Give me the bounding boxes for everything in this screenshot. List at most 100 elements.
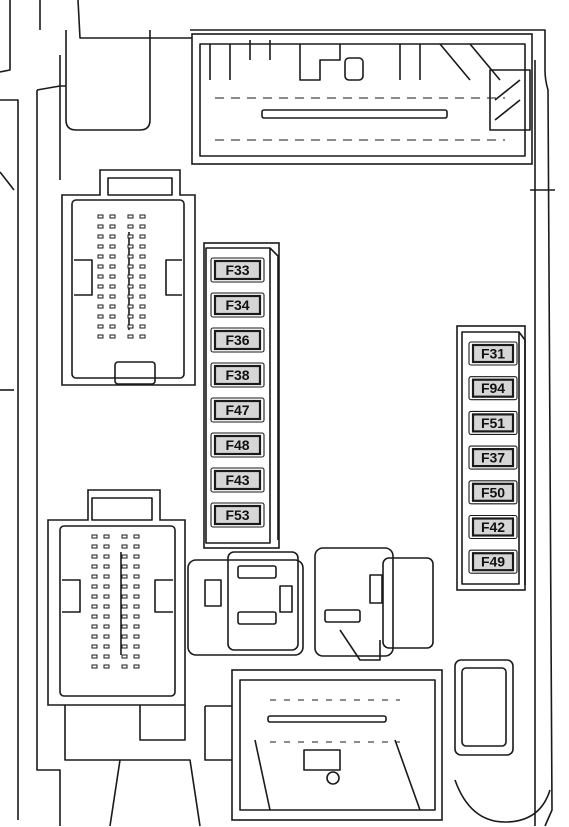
fuse-body xyxy=(213,469,262,491)
connector-pin xyxy=(109,324,116,329)
connector-pin xyxy=(97,294,104,299)
connector-pin xyxy=(97,244,104,249)
fuse-f38: F38 xyxy=(210,362,265,388)
connector-pin xyxy=(91,634,98,639)
connector-pin xyxy=(139,324,146,329)
connector-pin xyxy=(109,274,116,279)
connector-pin xyxy=(103,584,110,589)
fuse-f31: F31 xyxy=(468,341,518,366)
connector-pin xyxy=(91,584,98,589)
connector-pin xyxy=(103,534,110,539)
connector-pin xyxy=(91,564,98,569)
connector-pin xyxy=(133,664,140,669)
fuse-body xyxy=(471,517,515,537)
connector-pin xyxy=(109,284,116,289)
connector-pin xyxy=(133,584,140,589)
connector-pin xyxy=(109,294,116,299)
connector-pin xyxy=(121,554,128,559)
connector-pin xyxy=(97,324,104,329)
connector-pin xyxy=(133,534,140,539)
fuse-label: F33 xyxy=(225,262,249,278)
connector-pin xyxy=(133,634,140,639)
connector-pin xyxy=(121,604,128,609)
bottom-connector xyxy=(204,669,443,821)
connector-pin xyxy=(127,254,134,259)
connector-pin xyxy=(109,224,116,229)
connector-pin xyxy=(133,564,140,569)
connector-pin xyxy=(139,264,146,269)
fuse-label: F36 xyxy=(225,332,249,348)
fuse-label: F43 xyxy=(225,472,249,488)
fuse-body xyxy=(471,448,515,468)
connector-pin xyxy=(103,544,110,549)
connector-pin xyxy=(139,274,146,279)
connector-pin xyxy=(133,544,140,549)
fuse-label: F34 xyxy=(225,297,249,313)
connector-pin xyxy=(127,214,134,219)
connector-pin xyxy=(103,554,110,559)
fuse-f49: F49 xyxy=(468,549,518,574)
housing-outline xyxy=(0,0,555,827)
fuse-body xyxy=(471,413,515,433)
top-connector xyxy=(191,33,533,165)
connector-pin xyxy=(121,564,128,569)
fuse-label: F31 xyxy=(481,346,505,362)
connector-pin xyxy=(91,574,98,579)
connector-pin xyxy=(139,314,146,319)
connector-pin xyxy=(97,274,104,279)
fuse-f47: F47 xyxy=(210,397,265,423)
connector-pin xyxy=(127,264,134,269)
relay-right xyxy=(314,547,434,661)
connector-pin xyxy=(127,244,134,249)
fuse-body xyxy=(213,434,262,456)
connector-pin xyxy=(109,254,116,259)
connector-pin xyxy=(97,314,104,319)
connector-pin xyxy=(109,264,116,269)
connector-pin xyxy=(91,534,98,539)
connector-pin xyxy=(139,294,146,299)
connector-pin xyxy=(109,314,116,319)
connector-pin xyxy=(127,294,134,299)
fuse-label: F50 xyxy=(481,484,505,500)
connector-pin xyxy=(127,284,134,289)
connector-pin xyxy=(109,244,116,249)
connector-pin xyxy=(97,304,104,309)
connector-pin xyxy=(139,214,146,219)
connector-pin xyxy=(121,644,128,649)
connector-pin xyxy=(109,234,116,239)
connector-pin xyxy=(127,314,134,319)
fuse-body xyxy=(213,399,262,421)
connector-pin xyxy=(121,574,128,579)
fuse-label: F48 xyxy=(225,437,249,453)
fuse-body xyxy=(471,343,515,364)
connector-pin xyxy=(91,594,98,599)
fuse-body xyxy=(471,552,515,572)
fuse-f34: F34 xyxy=(210,292,265,318)
connector-pin xyxy=(91,664,98,669)
fuse-body xyxy=(213,364,262,386)
connector-pin xyxy=(133,604,140,609)
fuse-label: F49 xyxy=(481,554,505,570)
fuse-f42: F42 xyxy=(468,514,518,540)
fuse-body xyxy=(213,259,262,281)
fuse-f36: F36 xyxy=(210,327,265,353)
connector-pin xyxy=(121,634,128,639)
connector-pin xyxy=(133,574,140,579)
connector-pin xyxy=(133,654,140,659)
connector-pin xyxy=(103,564,110,569)
connector-pin xyxy=(97,254,104,259)
connector-pin xyxy=(103,614,110,619)
fuse-body xyxy=(471,378,515,398)
fuse-f50: F50 xyxy=(468,480,518,505)
connector-pin xyxy=(103,624,110,629)
connector-pin xyxy=(97,214,104,219)
connector-pin xyxy=(109,334,116,339)
connector-pin xyxy=(133,644,140,649)
connector-pin xyxy=(97,234,104,239)
connector-pin xyxy=(121,544,128,549)
bottom-right-component xyxy=(454,659,551,823)
connector-pin xyxy=(127,224,134,229)
connector-pin xyxy=(103,664,110,669)
fuse-label: F38 xyxy=(225,367,249,383)
